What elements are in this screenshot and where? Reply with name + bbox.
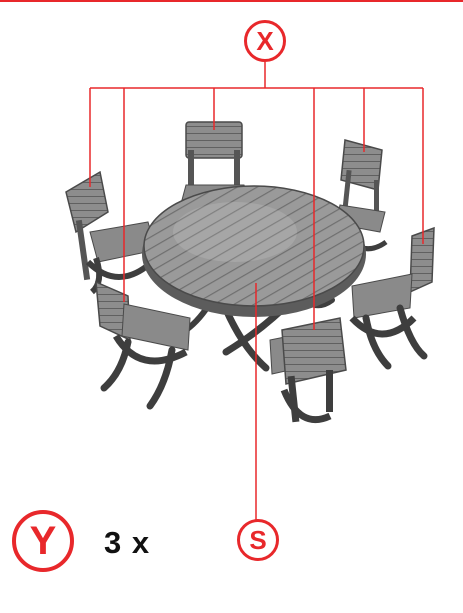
quantity-label: 3 x: [104, 525, 150, 561]
chair-left: [66, 172, 156, 292]
chair-callout-badge: X: [244, 20, 286, 62]
chair-front-left: [96, 282, 190, 406]
set-callout-badge: Y: [12, 510, 74, 572]
table-callout-badge: S: [237, 519, 279, 561]
chair-front: [270, 318, 346, 422]
